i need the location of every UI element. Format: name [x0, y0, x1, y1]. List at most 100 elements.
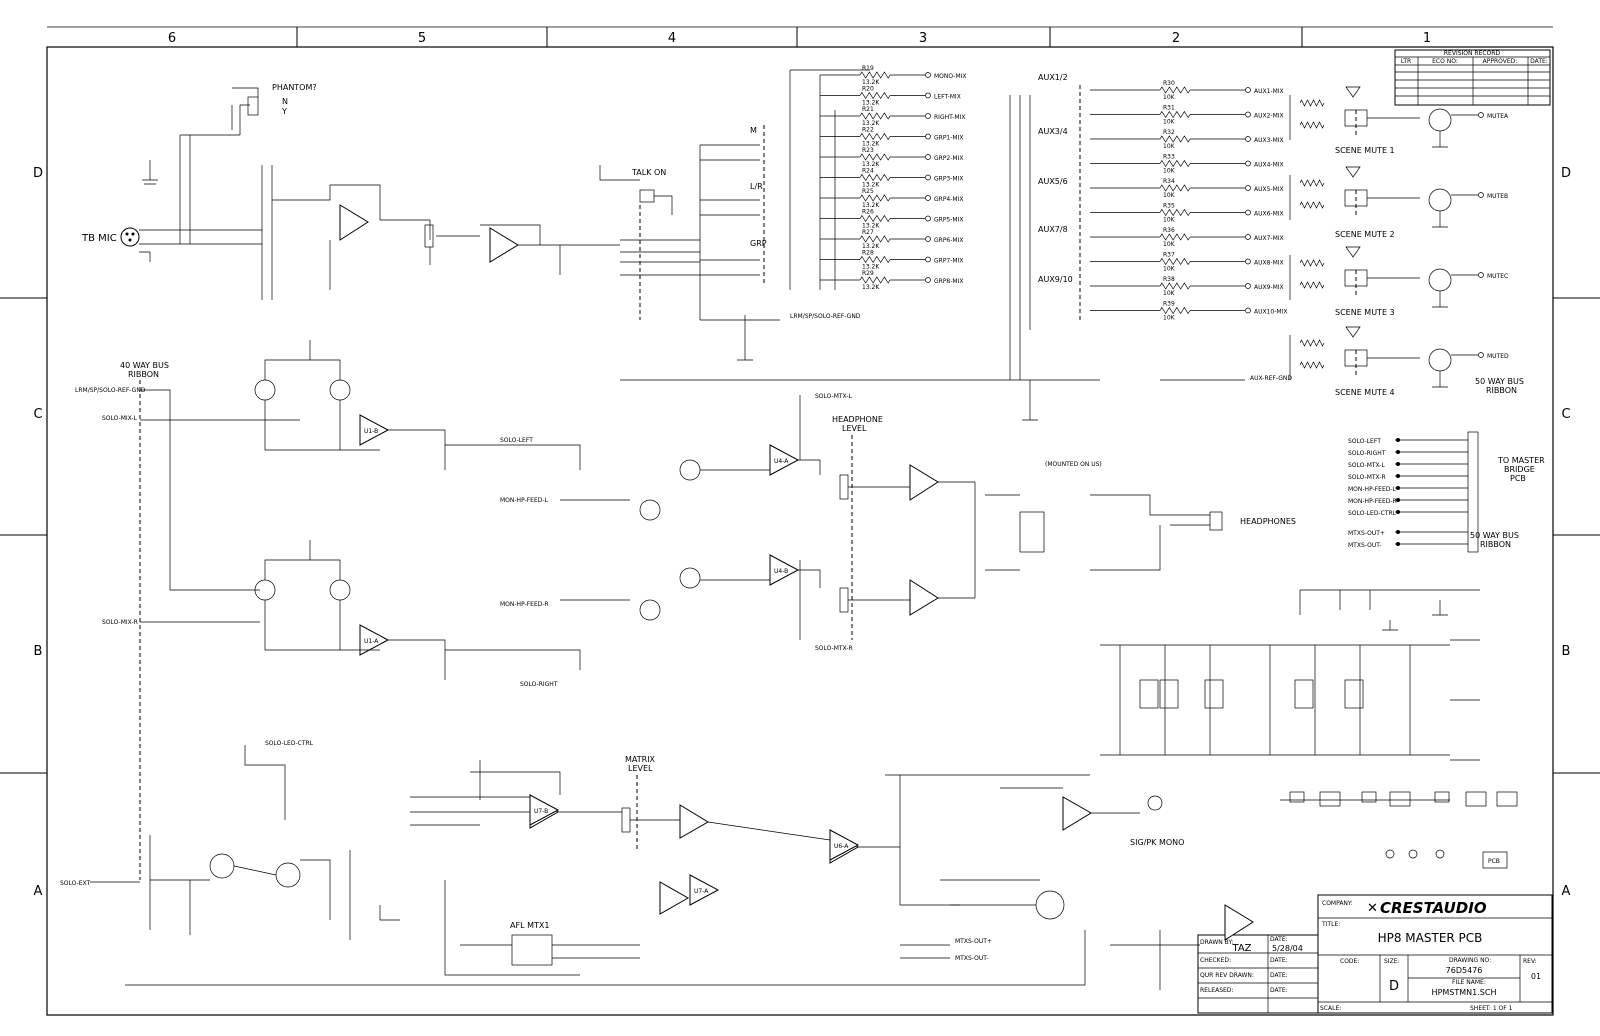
- mix-resistor: [859, 235, 891, 243]
- aux-terminal: [1245, 160, 1251, 167]
- mute-terminal: [1478, 112, 1484, 118]
- talk-on-label: TALK ON: [631, 168, 666, 177]
- op-amp-ref: U7-B: [534, 808, 548, 815]
- aux-resistor: [1159, 110, 1191, 119]
- mix-terminal: [925, 236, 931, 242]
- aux56-label: AUX5/6: [1038, 177, 1068, 186]
- zone-side-label: C: [1561, 407, 1570, 422]
- transistor: [639, 599, 661, 621]
- mix-terminal: [925, 72, 931, 78]
- phantom-n-label: N: [282, 97, 288, 106]
- scene-mute-1-label: SCENE MUTE 1: [1335, 146, 1395, 155]
- op-amp: [769, 554, 800, 586]
- company-logo-mark: ✕: [1367, 901, 1378, 916]
- bridge-pin: [1396, 474, 1400, 478]
- aux-terminal: [1245, 209, 1251, 216]
- mute-led: [1345, 86, 1361, 98]
- mute-output-label: MUTED: [1487, 353, 1509, 360]
- aux-terminal: [1245, 307, 1251, 314]
- solo-led-section: SOLO-LED-CTRL: [149, 740, 400, 940]
- drawn-by: TAZ: [1231, 943, 1251, 954]
- aux-resistor-value: 10K: [1163, 143, 1176, 150]
- mute-ground: [1432, 211, 1448, 228]
- bus50b-ribbon-label: RIBBON: [1480, 540, 1511, 549]
- aux-resistor: [1159, 257, 1191, 266]
- mid-amplifier-blocks: U1-BU1-AU4-AU4-BU7-AU7-BU6-ASOLO-MTX-LSO…: [75, 340, 992, 962]
- mix-output-label: RIGHT-MIX: [934, 114, 965, 121]
- phantom-label: PHANTOM?: [272, 83, 317, 92]
- bridge-signal-label: SOLO-LED-CTRL: [1348, 510, 1397, 517]
- mix-output-label: GRP8-MIX: [934, 278, 963, 285]
- amp-output-wire: [700, 459, 821, 588]
- zone-side-label: B: [34, 644, 43, 659]
- sig-pk-label: SIG/PK MONO: [1130, 838, 1184, 847]
- revision-number: 01: [1531, 972, 1541, 981]
- solo-mix-r-tag: SOLO-MIX-R: [102, 619, 138, 626]
- bridge-pin: [1396, 462, 1400, 466]
- mix-terminal: [925, 277, 931, 283]
- op-amp: [769, 444, 800, 476]
- op-amp-ref: U1-A: [364, 638, 379, 645]
- talkback-mic-section: TB MIC PHANTOM? N Y: [81, 83, 561, 300]
- mute-resistor: [1299, 259, 1325, 267]
- zone-labels-side: D C B A D C B A: [33, 166, 1571, 899]
- headphone-section: HEADPHONE LEVEL HEADPHONES (MOUNTED ON U…: [832, 415, 1296, 640]
- aux-output-label: AUX3-MIX: [1254, 137, 1284, 144]
- mix-output-label: GRP4-MIX: [934, 196, 963, 203]
- amp-output-wire: [445, 444, 581, 670]
- mon-hp-feed-l-tag: MON-HP-FEED-L: [500, 497, 549, 504]
- mix-terminal: [925, 256, 931, 263]
- code-label: CODE:: [1340, 958, 1359, 965]
- aux-output-label: AUX5-MIX: [1254, 186, 1284, 193]
- drawing-number: 76D5476: [1446, 966, 1483, 975]
- mix-terminal: [925, 92, 931, 99]
- zone-top-label: 6: [168, 31, 176, 46]
- aux-resistor-ref: R34: [1163, 178, 1175, 185]
- mix-output-label: LEFT-MIX: [934, 94, 961, 101]
- revision-col: DATE:: [1530, 58, 1548, 65]
- aux34-label: AUX3/4: [1038, 127, 1068, 136]
- op-amp: [359, 624, 390, 656]
- op-amp: [359, 414, 390, 446]
- mix-resistor-ref: R19: [862, 65, 874, 72]
- mtxs-out-plus-tag: MTXS-OUT+: [955, 938, 992, 945]
- bus40-section: 40 WAY BUS RIBBON SOLO-EXT: [60, 361, 300, 887]
- aux-resistor-ref: R39: [1163, 301, 1175, 308]
- title-block: COMPANY: ✕ CRESTAUDIO TITLE: HP8 MASTER …: [1197, 894, 1553, 1014]
- bridge-header: [1467, 431, 1479, 553]
- aux-output-label: AUX4-MIX: [1254, 162, 1284, 169]
- talk-switch-bank: TALK ON M L/R GRP LRM/SP/SOLO-REF-GND: [560, 69, 870, 361]
- bridge-pin: [1396, 542, 1400, 546]
- title-label: TITLE:: [1321, 921, 1340, 928]
- aux-output-label: AUX1-MIX: [1254, 88, 1284, 95]
- mix-resistor-value: 13.2K: [862, 100, 880, 107]
- mix-resistor-value: 13.2K: [862, 141, 880, 148]
- matrix-label: MATRIX: [625, 755, 656, 764]
- mute-resistor: [1299, 201, 1325, 209]
- mix-resistor: [859, 173, 891, 182]
- op-amp-ref: U1-B: [364, 428, 378, 435]
- mix-output-label: GRP7-MIX: [934, 258, 963, 265]
- solo-mtx-l-tag: SOLO-MTX-L: [815, 393, 853, 400]
- bus40-ribbon-label: RIBBON: [128, 370, 159, 379]
- mix-output-label: GRP5-MIX: [934, 217, 963, 224]
- qa-label: QUR REV DRAWN:: [1200, 972, 1254, 979]
- aux-output-label: AUX10-MIX: [1254, 309, 1287, 316]
- bridge-label: BRIDGE: [1504, 465, 1535, 474]
- op-amp: [529, 794, 560, 826]
- mix-resistor-ref: R21: [862, 106, 874, 113]
- zone-top-label: 2: [1172, 31, 1180, 46]
- aux-resistor: [1159, 233, 1191, 241]
- zone-side-label: D: [33, 166, 43, 181]
- lr-switch-label: L/R: [750, 182, 763, 191]
- m-switch-label: M: [750, 126, 757, 135]
- zone-side-label: D: [1561, 166, 1571, 181]
- mix-resistor-ref: R22: [862, 127, 874, 134]
- mute-transistor: [1428, 268, 1452, 292]
- date-label: DATE:: [1270, 987, 1288, 994]
- bridge-pin: [1396, 530, 1400, 534]
- aux-resistor: [1159, 159, 1191, 168]
- zone-side-label: A: [34, 884, 43, 899]
- mute-led: [1345, 246, 1361, 258]
- mute-terminal: [1478, 192, 1484, 198]
